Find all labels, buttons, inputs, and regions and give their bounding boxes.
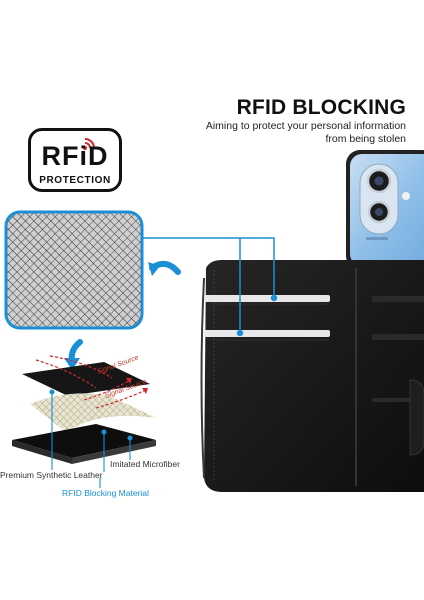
label-premium-leather: Premium Synthetic Leather	[0, 470, 103, 480]
label-rfid-material: RFID Blocking Material	[62, 488, 149, 498]
card-slot	[204, 330, 330, 337]
rfid-protection-badge: RFiD PROTECTION	[28, 128, 122, 192]
badge-protection-text: PROTECTION	[39, 175, 111, 186]
wallet-case	[200, 260, 424, 492]
subtitle-line-2: from being stolen	[325, 133, 406, 145]
label-microfiber: Imitated Microfiber	[110, 459, 180, 469]
layer-stack	[12, 362, 156, 464]
rfid-signal-icon	[83, 138, 95, 150]
card-slot	[204, 295, 330, 302]
rfid-mesh-panel	[4, 210, 144, 330]
signal-arrows	[35, 355, 148, 409]
connector-lines	[142, 237, 278, 337]
phone	[346, 150, 424, 270]
layer-leader-lines	[49, 389, 133, 488]
page-title: RFID BLOCKING	[236, 96, 406, 119]
badge-rfid-text: RFiD	[41, 141, 109, 171]
subtitle-line-1: Aiming to protect your personal informat…	[205, 120, 406, 132]
